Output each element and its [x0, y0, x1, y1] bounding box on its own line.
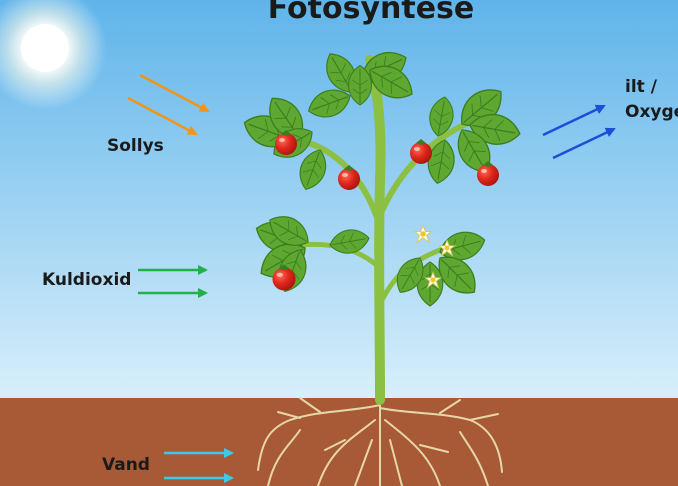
carbon-dioxide-label: Kuldioxid — [42, 270, 132, 290]
oxygen-label-line1: ilt / — [625, 77, 657, 97]
diagram-title: Fotosyntese — [267, 0, 475, 26]
water-label: Vand — [102, 455, 150, 475]
water-arrows — [164, 448, 234, 483]
oxygen-label-line2: Oxygen — [625, 102, 678, 122]
sun-icon — [0, 0, 107, 110]
oxygen-arrows — [542, 104, 616, 160]
sunlight-label: Sollys — [107, 136, 164, 156]
roots — [257, 397, 503, 486]
co2-arrows — [138, 265, 208, 298]
sunlight-arrows — [127, 73, 210, 136]
